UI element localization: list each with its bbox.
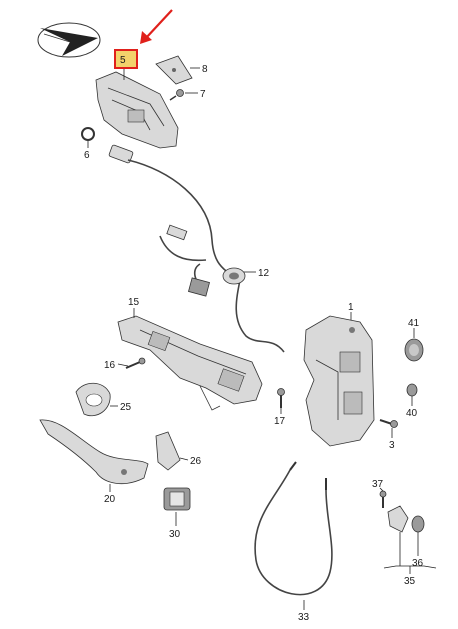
door-lock[interactable] [303,315,375,447]
part-label-35: 35 [404,576,416,587]
screw-17[interactable] [277,388,285,409]
compass-arrow-logo-icon [37,22,101,58]
screw-37[interactable] [379,490,387,508]
screw-16[interactable] [125,357,146,369]
part-label-41: 41 [408,318,420,329]
part-label-12: 12 [258,268,270,279]
cover-plate[interactable] [155,55,193,85]
part-label-36: 36 [412,558,424,569]
sealing-ring[interactable] [81,127,95,141]
part-label-17: 17 [274,416,286,427]
part-label-8: 8 [202,64,208,75]
harness-plug-lower[interactable] [188,277,210,297]
handle-cap[interactable] [155,431,181,471]
part-label-40: 40 [406,408,418,419]
washer-36[interactable] [411,515,425,533]
cap-41[interactable] [404,338,424,362]
striker-plate[interactable] [387,505,409,533]
part-label-33: 33 [298,612,310,623]
red-arrow-pointer-icon [140,9,173,44]
part-label-3: 3 [389,440,395,451]
part-label-1: 1 [348,302,354,313]
part-label-15: 15 [128,297,140,308]
lock-carrier-housing[interactable] [95,71,179,149]
handle-seal[interactable] [75,382,111,417]
part-label-37: 37 [372,479,384,490]
part-label-5: 5 [120,55,126,66]
part-label-6: 6 [84,150,90,161]
grommet[interactable] [222,267,246,285]
highlight-box [114,49,138,69]
harness-plug[interactable] [166,224,188,241]
handle-bracket[interactable] [117,315,263,411]
part-label-26: 26 [190,456,202,467]
door-handle[interactable] [39,419,149,485]
screw-7[interactable] [169,89,184,101]
part-label-25: 25 [120,402,132,413]
cable-connector[interactable] [108,144,134,164]
part-label-20: 20 [104,494,116,505]
screw-3[interactable] [379,419,398,428]
part-label-30: 30 [169,529,181,540]
lock-cylinder[interactable] [163,487,191,511]
part-label-16: 16 [104,360,116,371]
plug-40[interactable] [406,383,418,397]
part-label-7: 7 [200,89,206,100]
